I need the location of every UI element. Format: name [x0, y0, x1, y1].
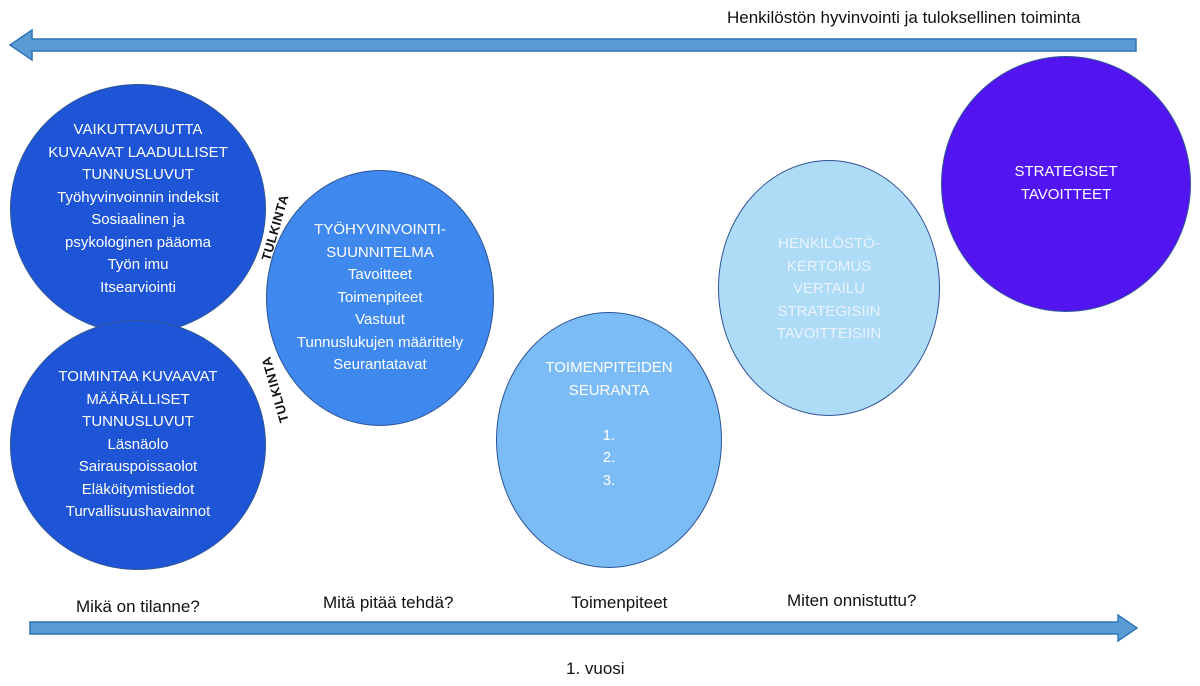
circle-text-line: HENKILÖSTÖ- — [778, 235, 880, 252]
circle-text-line: Turvallisuushavainnot — [65, 503, 211, 521]
timeline-label: 1. vuosi — [566, 659, 625, 678]
circle-text-line: TUNNUSLUVUT — [82, 413, 194, 431]
circle-text-line: TOIMENPITEIDEN — [545, 359, 673, 376]
circle-text-line: Itsearviointi — [100, 278, 176, 296]
question-what-to-do: Mitä pitää tehdä? — [323, 593, 454, 612]
circle-text-line: Läsnäolo — [107, 435, 169, 453]
circle-text-line: VAIKUTTAVUUTTA — [73, 121, 203, 138]
circle-text-line: TYÖHYVINVOINTI- — [314, 221, 446, 239]
personnel-report-circle: HENKILÖSTÖ- KERTOMUS VERTAILU STRATEGISIIN T… — [718, 160, 940, 416]
top-arrow-label: Henkilöstön hyvinvointi ja tuloksellinen… — [727, 8, 1081, 27]
followup-circle: TOIMENPITEIDEN SEURANTA 1. 2. 3. — [496, 312, 722, 568]
quantity-indicators-circle: TOIMINTAA KUVAAVAT MÄÄRÄLLISET TUNNUSLUVUT… — [10, 320, 266, 570]
circle-text-line: KERTOMUS — [786, 257, 872, 275]
circle-text-line: Tunnuslukujen määrittely — [296, 333, 464, 351]
circle-text-line: Tavoitteet — [347, 266, 413, 284]
circle-text-line: Vastuut — [355, 311, 405, 329]
question-success: Miten onnistuttu? — [787, 591, 917, 610]
circle-text-line: VERTAILU — [793, 280, 865, 297]
circle-text-line: SUUNNITELMA — [326, 243, 434, 261]
circle-text-line: Seurantatavat — [333, 356, 427, 374]
bottom-arrow — [29, 613, 1139, 643]
circle-text-line: KUVAAVAT LAADULLISET — [48, 143, 228, 161]
circle-text-line: psykologinen pääoma — [65, 233, 211, 251]
circle-text-line: 1. — [602, 426, 616, 444]
circle-text-line: STRATEGISIIN — [777, 302, 881, 320]
circle-text-line: 2. — [602, 449, 616, 466]
circle-text-line: TUNNUSLUVUT — [82, 166, 194, 183]
quality-indicators-circle: VAIKUTTAVUUTTA KUVAAVAT LAADULLISET TUNNUS… — [10, 84, 266, 334]
top-arrow — [8, 28, 1137, 62]
circle-text-line: Toimenpiteet — [337, 288, 423, 306]
circle-text-line: Sosiaalinen ja — [91, 211, 185, 228]
circle-text-line: Eläköitymistiedot — [81, 480, 195, 498]
strategic-goals-circle: STRATEGISET TAVOITTEET — [941, 56, 1191, 312]
circle-text-line: SEURANTA — [568, 381, 650, 399]
circle-text-line: MÄÄRÄLLISET — [86, 390, 190, 408]
question-measures: Toimenpiteet — [571, 593, 668, 612]
circle-text-line: Sairauspoissaolot — [78, 458, 198, 476]
circle-text-line: 3. — [602, 471, 616, 489]
circle-text-line: TAVOITTEET — [1020, 185, 1112, 203]
question-situation: Mikä on tilanne? — [76, 597, 200, 616]
circle-text-line — [607, 402, 611, 425]
circle-text-line: Työn imu — [107, 256, 169, 273]
circle-text-line: Työhyvinvoinnin indeksit — [57, 188, 219, 206]
circle-text-line: STRATEGISET — [1014, 163, 1118, 180]
circle-text-line: TOIMINTAA KUVAAVAT — [58, 368, 218, 386]
circle-text-line: TAVOITTEISIIN — [776, 325, 882, 342]
